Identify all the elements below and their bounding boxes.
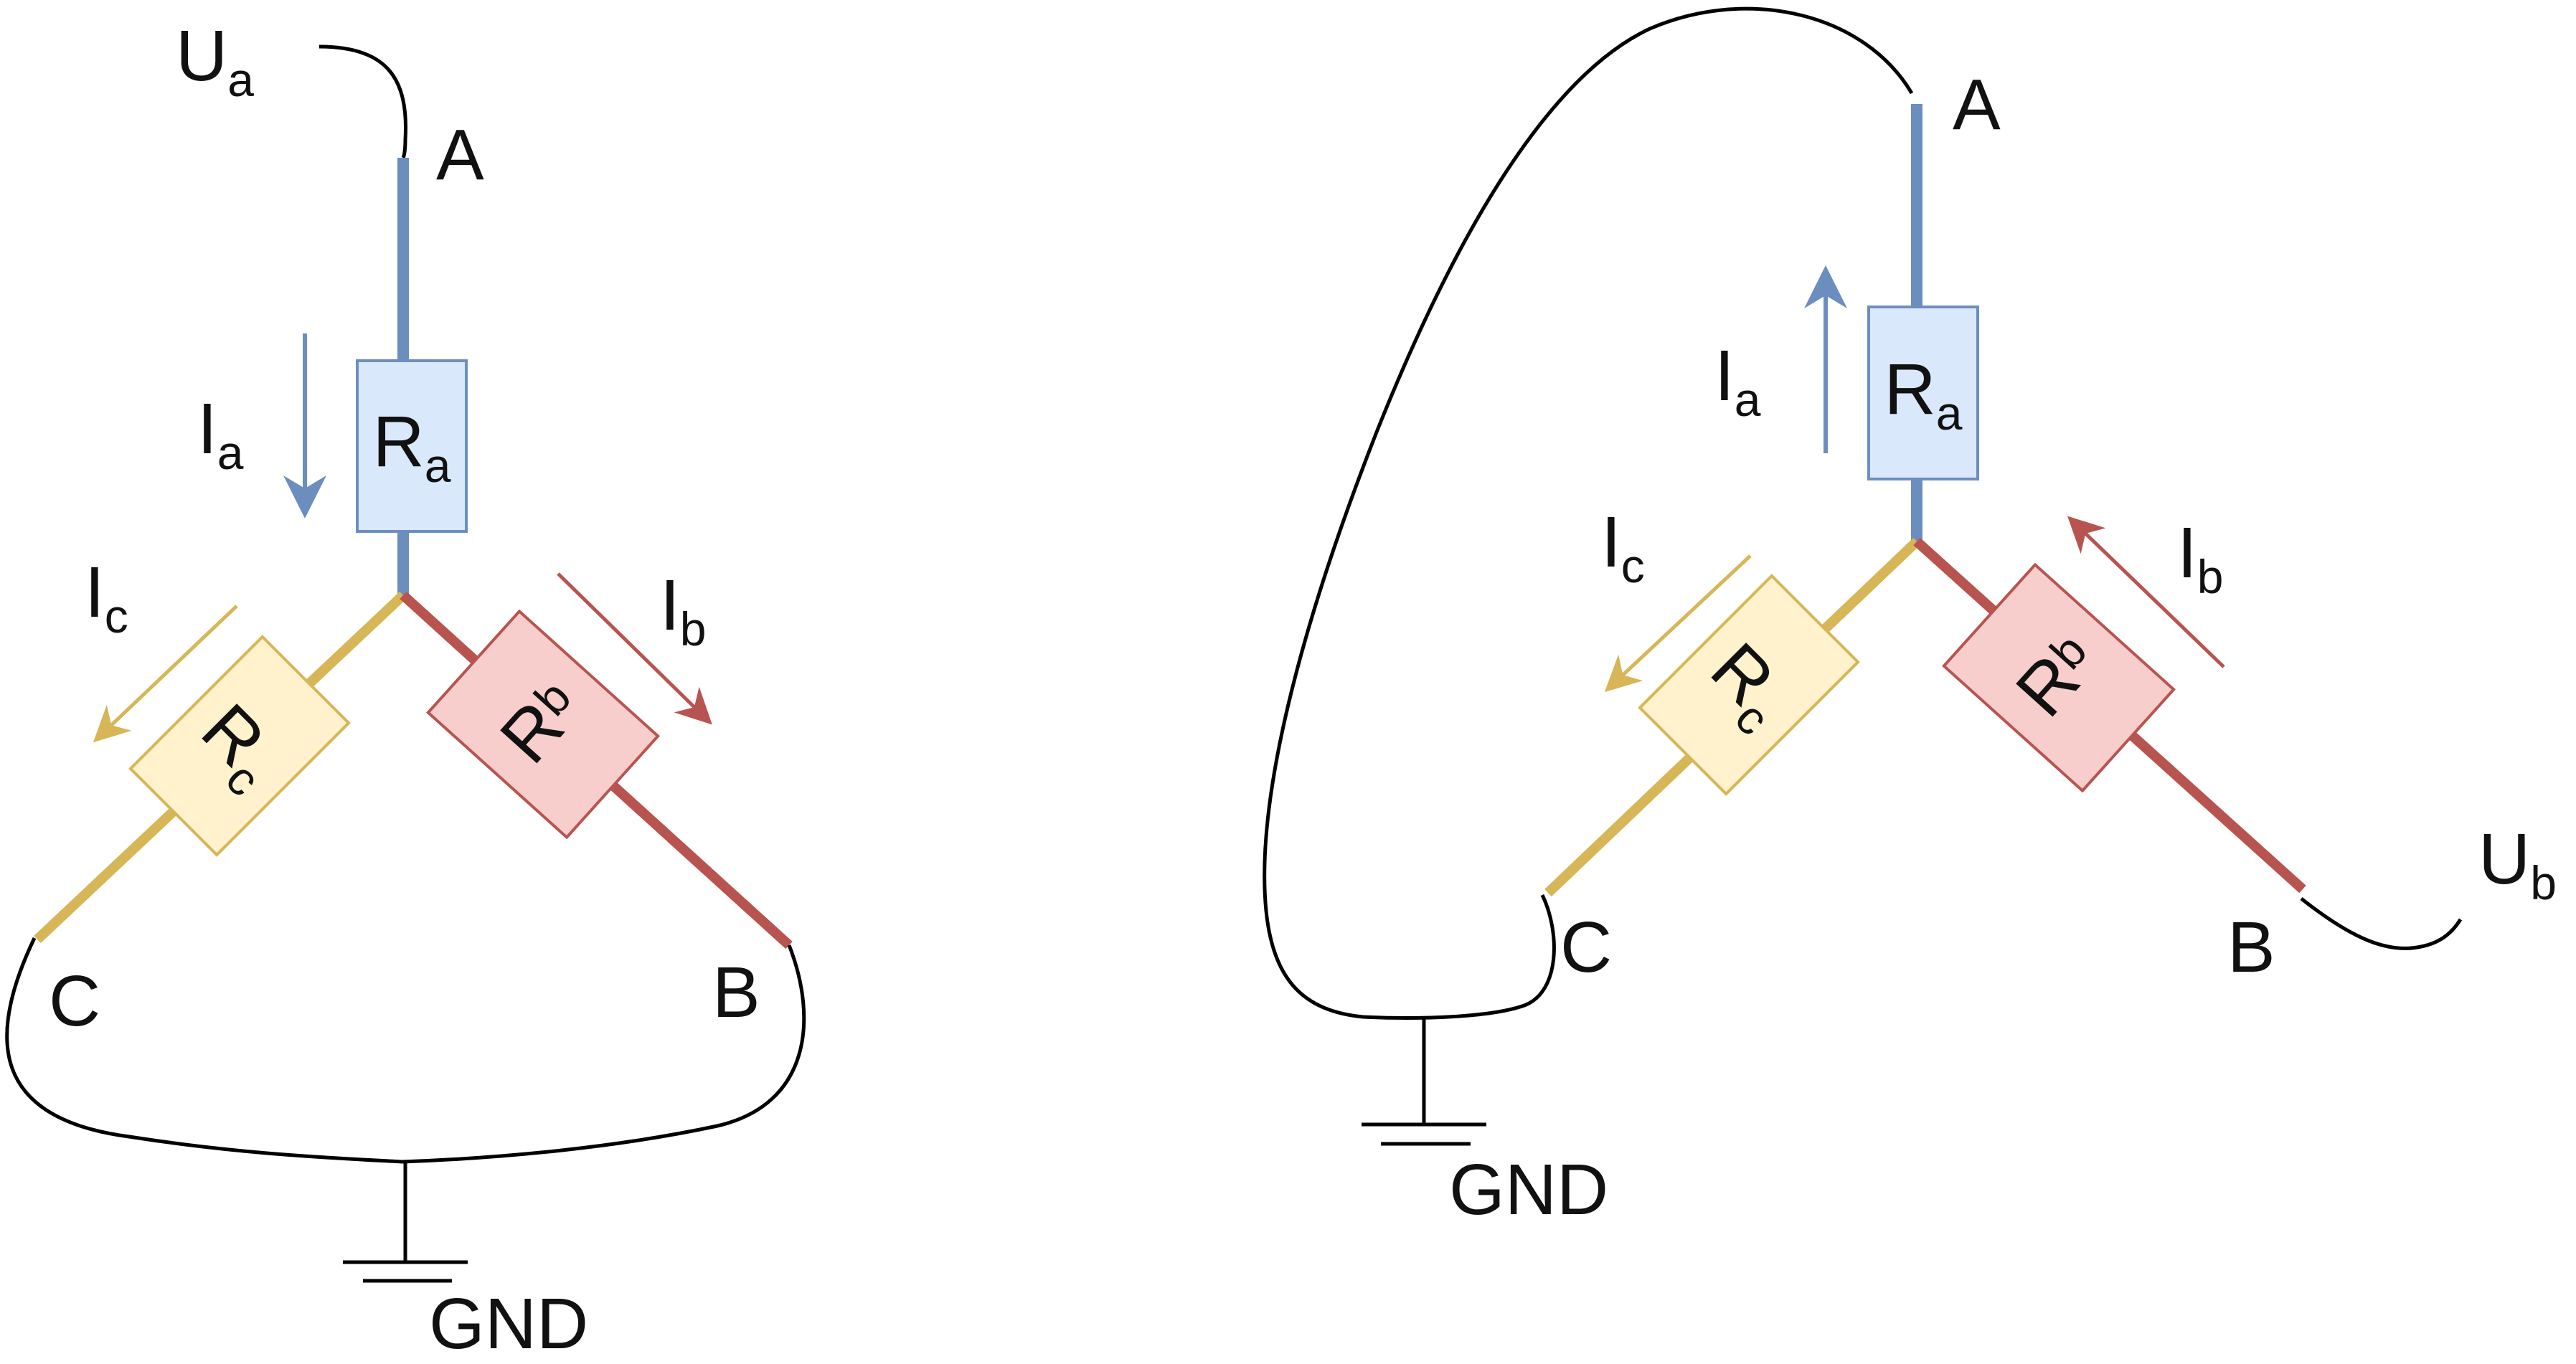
left-resistor-a-sub: a [425, 439, 451, 492]
left-current-a-label: Ia [197, 389, 244, 479]
right-resistor-a-sub: a [1936, 387, 1963, 440]
left-node-a-label: A [436, 115, 484, 195]
right-circuit: Ra Rc Rb A Ia Ic Ib [1263, 6, 2557, 1230]
left-current-b-label: Ib [660, 565, 707, 655]
left-loop-wire [5, 937, 806, 1164]
left-current-c-label: Ic [85, 552, 128, 643]
left-ground-symbol [343, 1162, 468, 1283]
right-node-b-label: B [2227, 907, 2275, 988]
right-source-label: Ub [2478, 819, 2557, 909]
right-resistor-b: Rb [1941, 562, 2176, 793]
right-ground-label: GND [1449, 1150, 1608, 1230]
left-resistor-c: Rc [128, 635, 351, 857]
right-current-b-label: Ib [2177, 513, 2224, 603]
left-resistor-a-letter: R [373, 402, 425, 482]
left-current-c-arrow [93, 605, 238, 743]
left-resistor-b: Rb [425, 609, 661, 840]
right-current-c-label: Ic [1601, 502, 1645, 592]
left-resistor-a: Ra [356, 359, 468, 533]
left-circuit: Ra Rc Rb Ua A Ia Ic [5, 16, 806, 1364]
svg-text:Ra: Ra [373, 402, 451, 492]
right-current-a-label: Ia [1714, 336, 1761, 426]
left-ground-label: GND [429, 1284, 588, 1364]
right-resistor-c: Rc [1638, 574, 1860, 796]
right-current-b-arrow [2067, 516, 2225, 668]
right-resistor-a: Ra [1867, 306, 1979, 480]
svg-text:Ra: Ra [1884, 349, 1963, 440]
right-resistor-a-letter: R [1884, 349, 1936, 430]
right-source-wire [2300, 897, 2463, 950]
right-node-c-label: C [1560, 907, 1612, 988]
left-node-c-label: C [49, 961, 100, 1041]
right-node-a-label: A [1953, 65, 2001, 145]
left-current-b-arrow [557, 572, 712, 725]
left-source-wire [319, 44, 408, 159]
right-current-c-arrow [1604, 554, 1752, 693]
right-ground-symbol [1362, 1017, 1486, 1146]
left-source-label: Ua [176, 16, 254, 106]
left-node-b-label: B [712, 952, 760, 1033]
right-arc-wire [1263, 6, 1914, 1020]
